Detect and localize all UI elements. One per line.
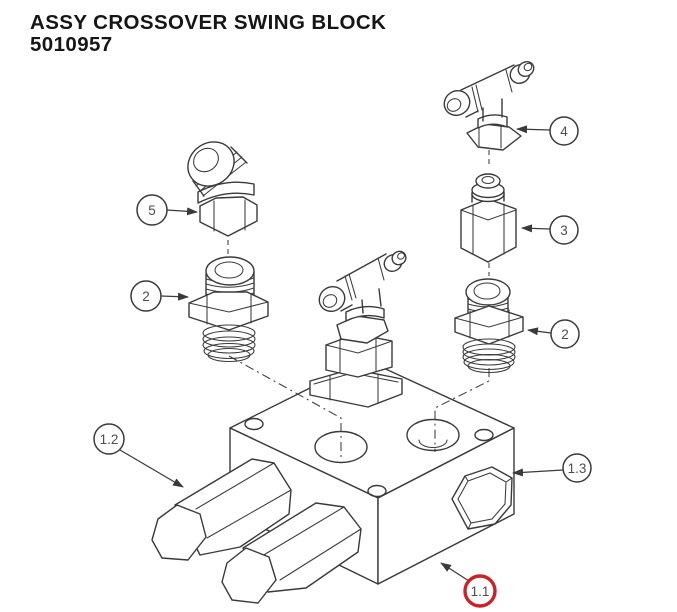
balloon-1-3-label: 1.3 [568,461,587,476]
bolt-hole [244,417,264,431]
balloon-5-label: 5 [148,203,156,218]
balloon-3-label: 3 [560,223,568,238]
drawing-title: ASSY CROSSOVER SWING BLOCK 5010957 [30,12,386,55]
balloon-5 [136,194,168,226]
centerlines [227,150,490,460]
center-tee-assembly-drawing [309,250,407,408]
elbow-fitting-drawing [187,141,258,237]
balloon-2-left [130,280,162,312]
bolt-hole [474,428,494,442]
balloon-1-3 [562,453,592,483]
callouts: 5 2 4 3 2 1.2 1.3 1.1 [93,116,592,608]
right-port-hole [406,418,460,452]
port-counterbore-arc [418,439,448,448]
cartridge-valve-lower-drawing [221,502,362,604]
assembly-name: ASSY CROSSOVER SWING BLOCK [30,11,387,34]
balloon-1-1-highlighted [463,574,497,608]
adapter-fitting-left-drawing [188,256,269,363]
balloon-3 [549,215,579,245]
balloon-4 [549,116,579,146]
balloon-4-label: 4 [560,124,568,139]
balloon-2-left-label: 2 [142,289,150,304]
balloon-2-right [550,319,580,349]
hex-plug-drawing [451,466,513,530]
assembly-part-number: 5010957 [30,32,113,56]
tee-fitting-drawing [443,61,535,151]
balloon-1-2 [93,423,125,455]
adapter-fitting-right-drawing [454,278,524,374]
balloon-1-1-label: 1.1 [471,584,490,599]
balloon-1-2-label: 1.2 [100,432,119,447]
bolt-hole [367,484,387,498]
cap-fitting-drawing [460,173,517,263]
balloon-2-right-label: 2 [561,327,569,342]
cartridge-valve-upper-drawing [151,458,292,561]
